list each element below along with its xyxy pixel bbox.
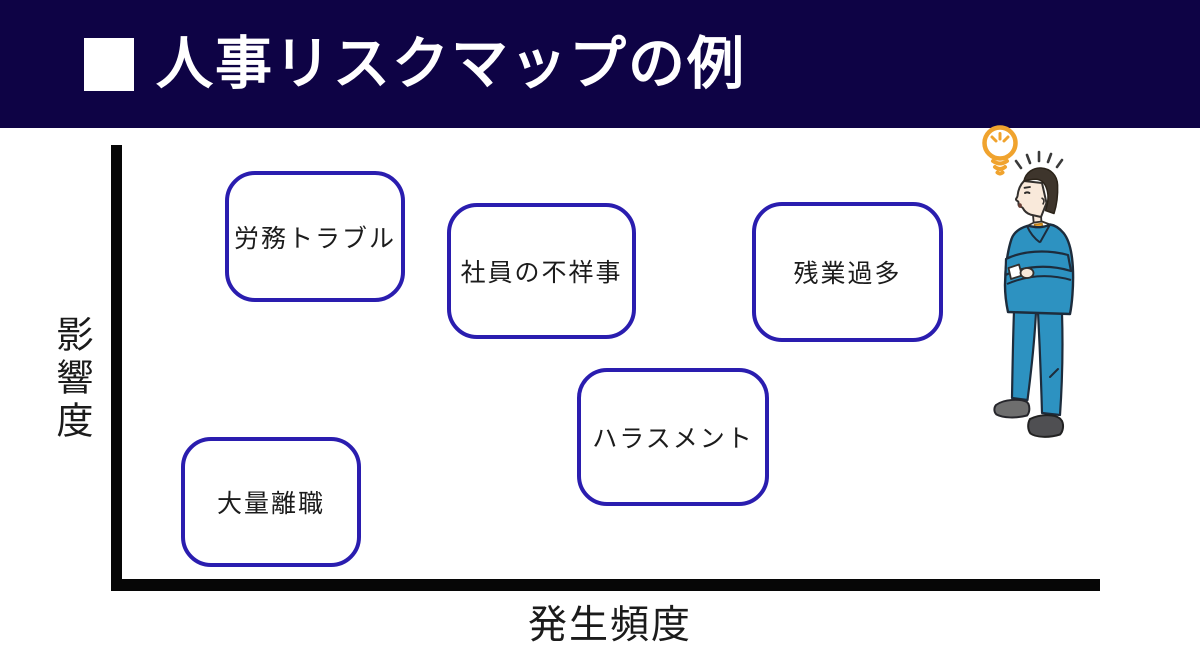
title-square-bullet-icon — [84, 37, 134, 91]
risk-box: ハラスメント — [577, 368, 769, 506]
man-front-shoe — [993, 398, 1031, 419]
sparkle-lines-icon — [1014, 150, 1064, 170]
risk-box: 大量離職 — [181, 437, 361, 567]
man-back-shoe — [1027, 414, 1065, 438]
x-axis-line — [111, 579, 1100, 591]
y-axis-label: 影響度 — [50, 315, 91, 444]
risk-box-label: ハラスメント — [592, 426, 754, 453]
risk-box-label: 残業過多 — [793, 261, 902, 288]
risk-box-label: 社員の不祥事 — [460, 260, 623, 287]
businessman-illustration — [982, 125, 1075, 438]
lightbulb-icon — [982, 125, 1018, 176]
x-axis-label: 発生頻度 — [528, 604, 693, 647]
risk-box-label: 労務トラブル — [233, 225, 396, 253]
risk-map-chart: 影響度 発生頻度 労務トラブル社員の不祥事 残業過多ハラスメント大量離職 — [0, 125, 1200, 672]
page-title: 人事リスクマップの例 — [156, 31, 746, 96]
y-axis-line — [111, 145, 122, 591]
man-suit-jacket — [1003, 223, 1075, 316]
header: 人事リスクマップの例 — [0, 0, 1200, 128]
man-trousers — [1010, 309, 1064, 417]
risk-box: 社員の不祥事 — [447, 203, 636, 339]
risk-box: 残業過多 — [752, 202, 943, 342]
risk-box-label: 大量離職 — [216, 491, 325, 518]
man-hair — [1023, 167, 1059, 215]
risk-box: 労務トラブル — [225, 171, 405, 302]
man-face — [1014, 180, 1048, 218]
